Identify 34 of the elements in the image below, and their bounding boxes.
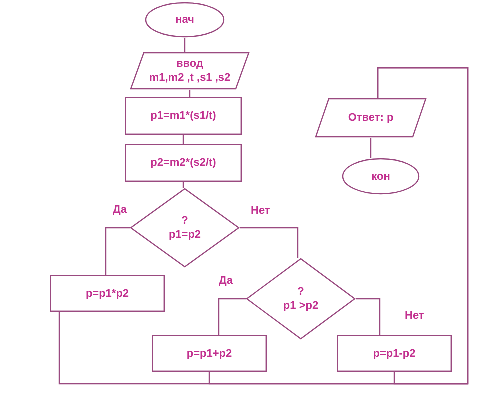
node-text: ввод bbox=[176, 57, 204, 71]
io-parallelogram bbox=[130, 52, 250, 90]
process-box bbox=[125, 144, 242, 182]
connector-line bbox=[240, 227, 299, 258]
connector-line bbox=[184, 38, 186, 52]
edge-label: Да bbox=[112, 204, 128, 217]
decision-diamond bbox=[130, 188, 240, 268]
condition-text: p1 >p2 bbox=[283, 299, 319, 313]
io-parallelogram bbox=[315, 98, 427, 138]
connector-line bbox=[370, 138, 372, 158]
node-text: m1,m2 ,t ,s1 ,s2 bbox=[149, 71, 231, 85]
node-text: Ответ: p bbox=[348, 111, 394, 125]
node-text: p=p1*p2 bbox=[86, 286, 130, 300]
terminal-oval bbox=[342, 158, 420, 195]
terminal-oval bbox=[145, 2, 225, 38]
condition-text: ? bbox=[298, 285, 304, 299]
decision-diamond bbox=[246, 258, 356, 340]
node-text: p=p1+p2 bbox=[186, 346, 232, 360]
process-box bbox=[337, 335, 452, 372]
process-box bbox=[125, 97, 242, 135]
node-text: p=p1-p2 bbox=[373, 346, 416, 360]
terminal-text: нач bbox=[176, 13, 194, 27]
connector-line bbox=[105, 227, 130, 275]
connector-line bbox=[356, 298, 381, 335]
process-box bbox=[50, 275, 165, 312]
node-text: p1=m1*(s1/t) bbox=[150, 109, 216, 123]
condition-text: p1=p2 bbox=[168, 228, 202, 242]
node-text: p2=m2*(s2/t) bbox=[150, 156, 216, 170]
edge-label: Да bbox=[218, 275, 234, 288]
process-box bbox=[152, 335, 267, 372]
connector-line bbox=[218, 298, 246, 335]
terminal-text: кон bbox=[372, 170, 390, 184]
condition-text: ? bbox=[182, 214, 188, 228]
connector-line bbox=[377, 67, 469, 385]
